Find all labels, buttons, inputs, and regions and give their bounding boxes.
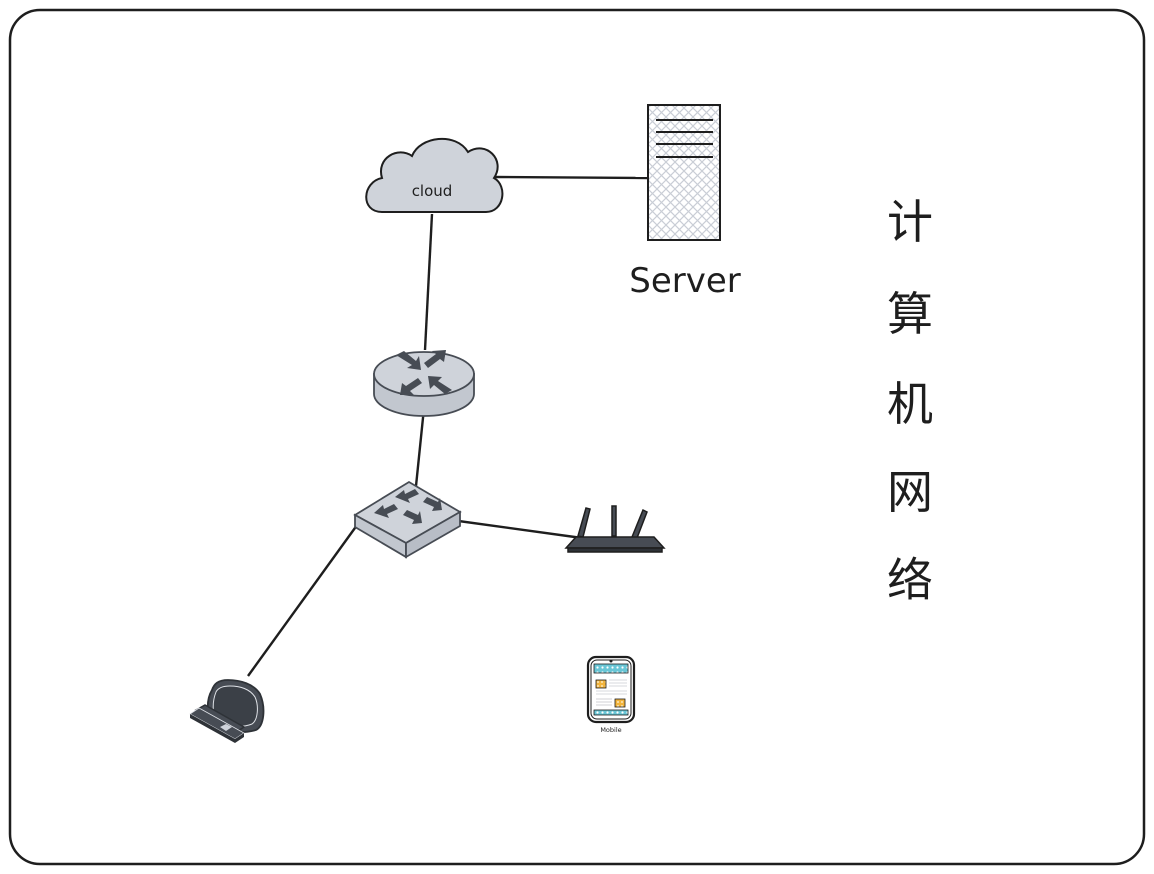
desktop-computer-icon <box>189 679 265 743</box>
connection-cloud-server[interactable] <box>493 175 649 180</box>
title-char-3: 机 <box>887 377 933 431</box>
server-icon <box>647 104 721 241</box>
title-char-5: 络 <box>887 553 933 607</box>
connection-switch-wifi-router[interactable] <box>443 517 583 540</box>
switch-icon <box>353 480 462 559</box>
cloud-icon <box>365 138 504 213</box>
diagram-frame <box>8 8 1146 866</box>
router-node[interactable] <box>373 350 475 417</box>
connection-switch-computer[interactable] <box>247 520 361 677</box>
mobile-phone-icon <box>586 655 636 724</box>
cloud-label: cloud <box>412 182 453 200</box>
cloud-node[interactable]: cloud <box>365 138 504 213</box>
title-char-2: 算 <box>887 287 933 341</box>
mobile-label: Mobile <box>600 726 621 734</box>
wireless-router-icon <box>564 505 666 553</box>
mobile-node[interactable]: Mobile <box>586 655 636 734</box>
server-label: Server <box>629 261 741 301</box>
router-icon <box>373 350 475 417</box>
server-node[interactable]: Server <box>629 104 741 301</box>
computer-node[interactable] <box>189 679 265 743</box>
wifi-router-node[interactable] <box>564 505 666 553</box>
switch-node[interactable] <box>353 480 462 559</box>
connections <box>247 175 649 677</box>
title-char-1: 计 <box>887 195 933 249</box>
connection-router-switch[interactable] <box>414 407 426 487</box>
title-char-4: 网 <box>887 465 933 519</box>
diagram-title: 计 算 机 网 络 <box>887 195 933 607</box>
connection-cloud-router[interactable] <box>423 213 434 351</box>
